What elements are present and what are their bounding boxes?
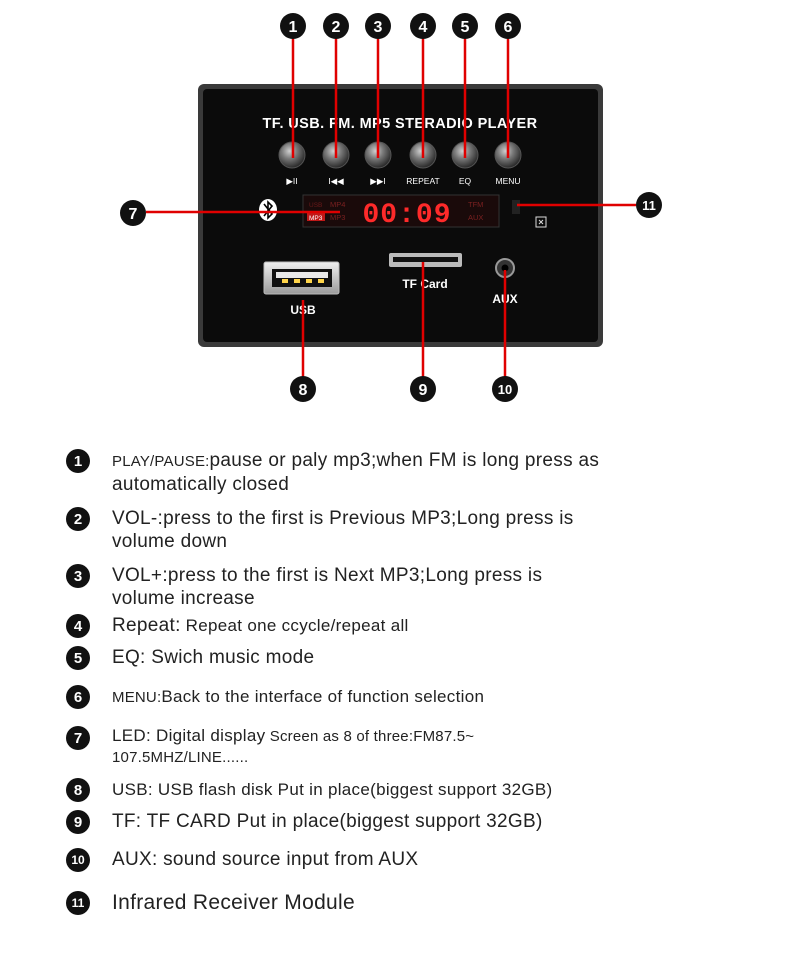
legend-key: TF:	[112, 811, 142, 832]
eq-label: EQ	[459, 176, 472, 186]
legend-number: 5	[66, 646, 90, 670]
legend-key: EQ:	[112, 647, 146, 668]
svg-text:2: 2	[332, 19, 341, 36]
legend-key: PLAY/PAUSE:	[112, 453, 210, 470]
legend-number: 3	[66, 564, 90, 588]
svg-text:5: 5	[461, 19, 470, 36]
svg-text:AUX: AUX	[468, 213, 483, 222]
callout-lines	[146, 36, 636, 378]
legend-desc-cont: automatically closed	[112, 474, 290, 495]
legend-key: USB:	[112, 780, 153, 799]
usb-port	[263, 261, 340, 295]
legend-desc: Back to the interface of function select…	[161, 687, 485, 706]
svg-text:9: 9	[419, 382, 428, 399]
legend-key: Infrared Receiver Module	[112, 891, 355, 914]
next-label: ▶▶I	[370, 176, 385, 186]
prev-label: I◀◀	[328, 176, 344, 186]
legend-number: 2	[66, 507, 90, 531]
legend-key: LED:	[112, 726, 151, 745]
svg-text:MP4: MP4	[330, 200, 345, 209]
callout-3	[365, 13, 391, 39]
svg-text:6: 6	[504, 19, 513, 36]
legend-desc: pause or paly mp3;when FM is long press …	[209, 450, 600, 471]
panel-top-label: TF. USB. FM. MP5 STERADIO PLAYER	[263, 116, 538, 132]
legend-desc: TF CARD Put in place(biggest support 32G…	[141, 811, 543, 832]
svg-text:USB: USB	[309, 202, 322, 209]
repeat-label: REPEAT	[406, 176, 439, 186]
legend-item-1: 1 PLAY/PAUSE:pause or paly mp3;when FM i…	[66, 449, 599, 496]
svg-text:MP3: MP3	[309, 215, 323, 222]
legend-desc-extra: Screen as 8 of three:FM87.5~	[265, 728, 475, 745]
legend-desc: sound source input from AUX	[157, 849, 419, 870]
svg-text:10: 10	[498, 382, 512, 397]
callout-2	[323, 13, 349, 39]
legend-desc: Digital display	[151, 726, 266, 745]
legend-item-8: 8 USB: USB flash disk Put in place(bigge…	[66, 778, 552, 802]
legend-desc: press to the first is Next MP3;Long pres…	[167, 565, 543, 586]
legend-desc: Repeat one ccycle/repeat all	[180, 616, 409, 635]
legend-number: 4	[66, 614, 90, 638]
legend-item-3: 3 VOL+:press to the first is Next MP3;Lo…	[66, 564, 542, 610]
callout-4	[410, 13, 436, 39]
svg-text:MP3: MP3	[330, 213, 345, 222]
aux-jack	[495, 258, 515, 278]
legend-item-10: 10 AUX: sound source input from AUX	[66, 848, 418, 872]
play-pause-label: ▶II	[286, 176, 297, 186]
legend-desc-cont: 107.5MHZ/LINE......	[112, 749, 249, 766]
callout-6	[495, 13, 521, 39]
svg-text:1: 1	[289, 19, 298, 36]
ir-receiver	[512, 200, 547, 228]
legend-item-9: 9 TF: TF CARD Put in place(biggest suppo…	[66, 810, 543, 834]
module-diagram: TF. USB. FM. MP5 STERADIO PLAYER ▶II I◀◀…	[120, 13, 662, 402]
legend-key: AUX:	[112, 849, 158, 870]
legend-item-6: 6 MENU:Back to the interface of function…	[66, 685, 484, 709]
legend-number: 8	[66, 778, 90, 802]
legend-number: 9	[66, 810, 90, 834]
svg-text:4: 4	[419, 19, 428, 36]
legend-desc-cont: volume increase	[112, 588, 255, 609]
legend-item-2: 2 VOL-:press to the first is Previous MP…	[66, 507, 574, 553]
legend-key: Repeat:	[112, 615, 181, 636]
callout-11	[636, 192, 662, 218]
legend-number: 7	[66, 726, 90, 750]
legend-desc-cont: volume down	[112, 531, 228, 552]
legend-key: MENU:	[112, 689, 162, 706]
legend-item-11: 11 Infrared Receiver Module	[66, 891, 355, 915]
callout-5	[452, 13, 478, 39]
callout-7	[120, 200, 146, 226]
led-time-readout: 00:09	[362, 200, 451, 231]
svg-text:3: 3	[374, 19, 383, 36]
menu-label: MENU	[495, 176, 520, 186]
legend-number: 10	[66, 848, 90, 872]
callout-1	[280, 13, 306, 39]
svg-text:TFM: TFM	[468, 200, 483, 209]
tf-card-slot	[389, 253, 462, 267]
legend-number: 11	[66, 891, 90, 915]
tf-card-label: TF Card	[402, 277, 447, 291]
legend-item-5: 5 EQ: Swich music mode	[66, 646, 314, 670]
legend-desc: press to the first is Previous MP3;Long …	[163, 508, 574, 529]
legend-key: VOL+:	[112, 565, 168, 586]
legend-key: VOL-:	[112, 508, 164, 529]
svg-text:7: 7	[129, 206, 138, 223]
legend-number: 6	[66, 685, 90, 709]
legend-item-4: 4 Repeat: Repeat one ccycle/repeat all	[66, 614, 409, 638]
legend-desc: Swich music mode	[145, 647, 315, 668]
callout-10	[492, 376, 518, 402]
svg-text:11: 11	[642, 198, 656, 213]
legend-number: 1	[66, 449, 90, 473]
svg-text:8: 8	[299, 382, 308, 399]
callout-8	[290, 376, 316, 402]
callout-9	[410, 376, 436, 402]
legend-desc: USB flash disk Put in place(biggest supp…	[152, 780, 553, 799]
legend-item-7: 7 LED: Digital display Screen as 8 of th…	[66, 726, 474, 768]
